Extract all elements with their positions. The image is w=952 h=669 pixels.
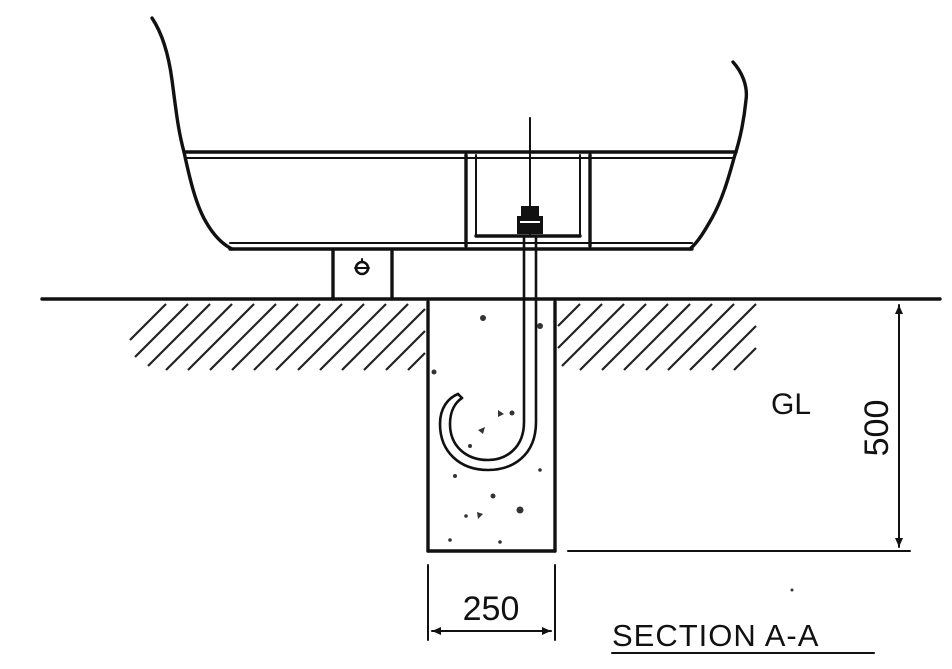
container-right-side: [688, 60, 749, 251]
depth-dimension-label: 500: [858, 400, 896, 457]
ground-level-label: GL: [771, 388, 811, 421]
anchor-bracket: [464, 153, 592, 248]
support-block: [331, 248, 394, 301]
soil-hatch-right: [557, 303, 757, 371]
section-title-text: SECTION A-A: [612, 618, 819, 653]
j-anchor-bolt: [438, 234, 538, 472]
container-body: [150, 16, 749, 251]
width-dimension: 250: [427, 564, 556, 641]
concrete-foundation: [426, 300, 557, 553]
anchor-nut: [517, 206, 543, 234]
container-left-side: [150, 16, 234, 251]
section-title: SECTION A-A: [611, 618, 875, 654]
depth-dimension: 500: [567, 304, 911, 552]
width-dimension-label: 250: [463, 590, 520, 628]
soil-hatch-left: [129, 303, 426, 371]
